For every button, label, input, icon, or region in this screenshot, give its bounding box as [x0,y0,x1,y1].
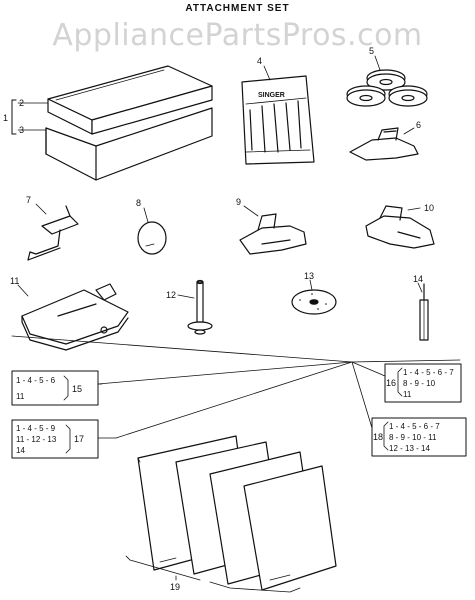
watermark: AppliancePartsPros.com [52,18,423,53]
buttonhole-foot [365,205,435,249]
lever-foot [27,205,79,261]
callout-3: 3 [19,125,24,135]
kit-18-line-3: 12 - 13 - 14 [389,444,430,453]
kit-connector-lines [11,335,461,439]
button-disc [137,221,167,255]
callout-6: 6 [416,120,421,130]
callout-16: 16 [386,378,396,388]
kit-16-line-2: 8 - 9 - 10 [403,379,436,388]
kit-15-line-2: 11 [16,392,25,401]
callout-18: 18 [373,432,383,442]
kit-16-line-1: 1 - 4 - 5 - 6 - 7 [403,368,454,377]
kit-18-line-1: 1 - 4 - 5 - 6 - 7 [389,422,440,431]
callout-15: 15 [72,384,82,394]
kit-16-line-3: 11 [403,390,412,399]
kit-18-box [371,417,467,457]
spool-pin [187,279,213,335]
callout-2: 2 [19,98,24,108]
feed-cover-plate [21,283,129,351]
callout-8: 8 [136,198,141,208]
callout-7: 7 [26,195,31,205]
kit-17-line-3: 14 [16,446,25,455]
kit-15-box [11,370,103,406]
kit-18-line-2: 8 - 9 - 10 - 11 [389,433,437,442]
singer-logo: SINGER [258,92,285,99]
callout-12: 12 [166,290,176,300]
kit-16-box [384,363,462,403]
callout-9: 9 [236,197,241,207]
kit-17-box [11,419,117,459]
straight-foot [239,213,307,255]
screwdriver [419,283,429,341]
callout-19: 19 [170,582,180,592]
callout-10: 10 [424,203,434,213]
callout-17: 17 [74,434,84,444]
kit-17-line-2: 11 - 12 - 13 [16,435,57,444]
callout-14: 14 [413,274,423,284]
callout-1: 1 [3,113,8,123]
callout-4: 4 [257,56,262,66]
storage-box [45,65,213,181]
page-title: ATTACHMENT SET [185,3,290,14]
callout-13: 13 [304,271,314,281]
instruction-booklets [125,435,337,593]
zigzag-foot [349,127,419,161]
felt-disc [291,289,337,315]
kit-17-line-1: 1 - 4 - 5 - 9 [16,424,56,433]
bobbins [346,69,428,107]
needle-pack [241,75,315,165]
box-bracket [11,99,49,135]
kit-15-line-1: 1 - 4 - 5 - 6 [16,376,56,385]
callout-5: 5 [369,46,374,56]
callout-11: 11 [10,276,19,286]
